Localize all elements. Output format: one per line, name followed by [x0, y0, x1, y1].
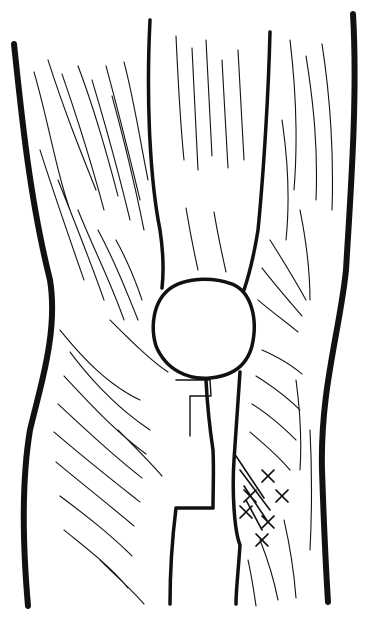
stitch-cross-4	[240, 506, 252, 518]
stitch-cross-5	[262, 516, 274, 528]
lower-left-incision	[170, 380, 213, 604]
patella-circle	[153, 279, 254, 378]
stitch-cross-2	[276, 490, 288, 502]
left-lower-hatching	[54, 320, 168, 604]
suture-stitches	[236, 456, 288, 546]
right-limb-contour	[322, 14, 355, 602]
stitch-cross-1	[262, 470, 274, 482]
lower-right-incision	[233, 372, 240, 604]
upper-right-tendon-border	[244, 32, 270, 290]
stitch-cross-3	[244, 490, 256, 502]
upper-left-tendon-border	[148, 20, 163, 288]
left-limb-contour	[14, 44, 52, 606]
central-upper-strands	[176, 36, 244, 272]
right-lower-hatching	[248, 350, 312, 606]
